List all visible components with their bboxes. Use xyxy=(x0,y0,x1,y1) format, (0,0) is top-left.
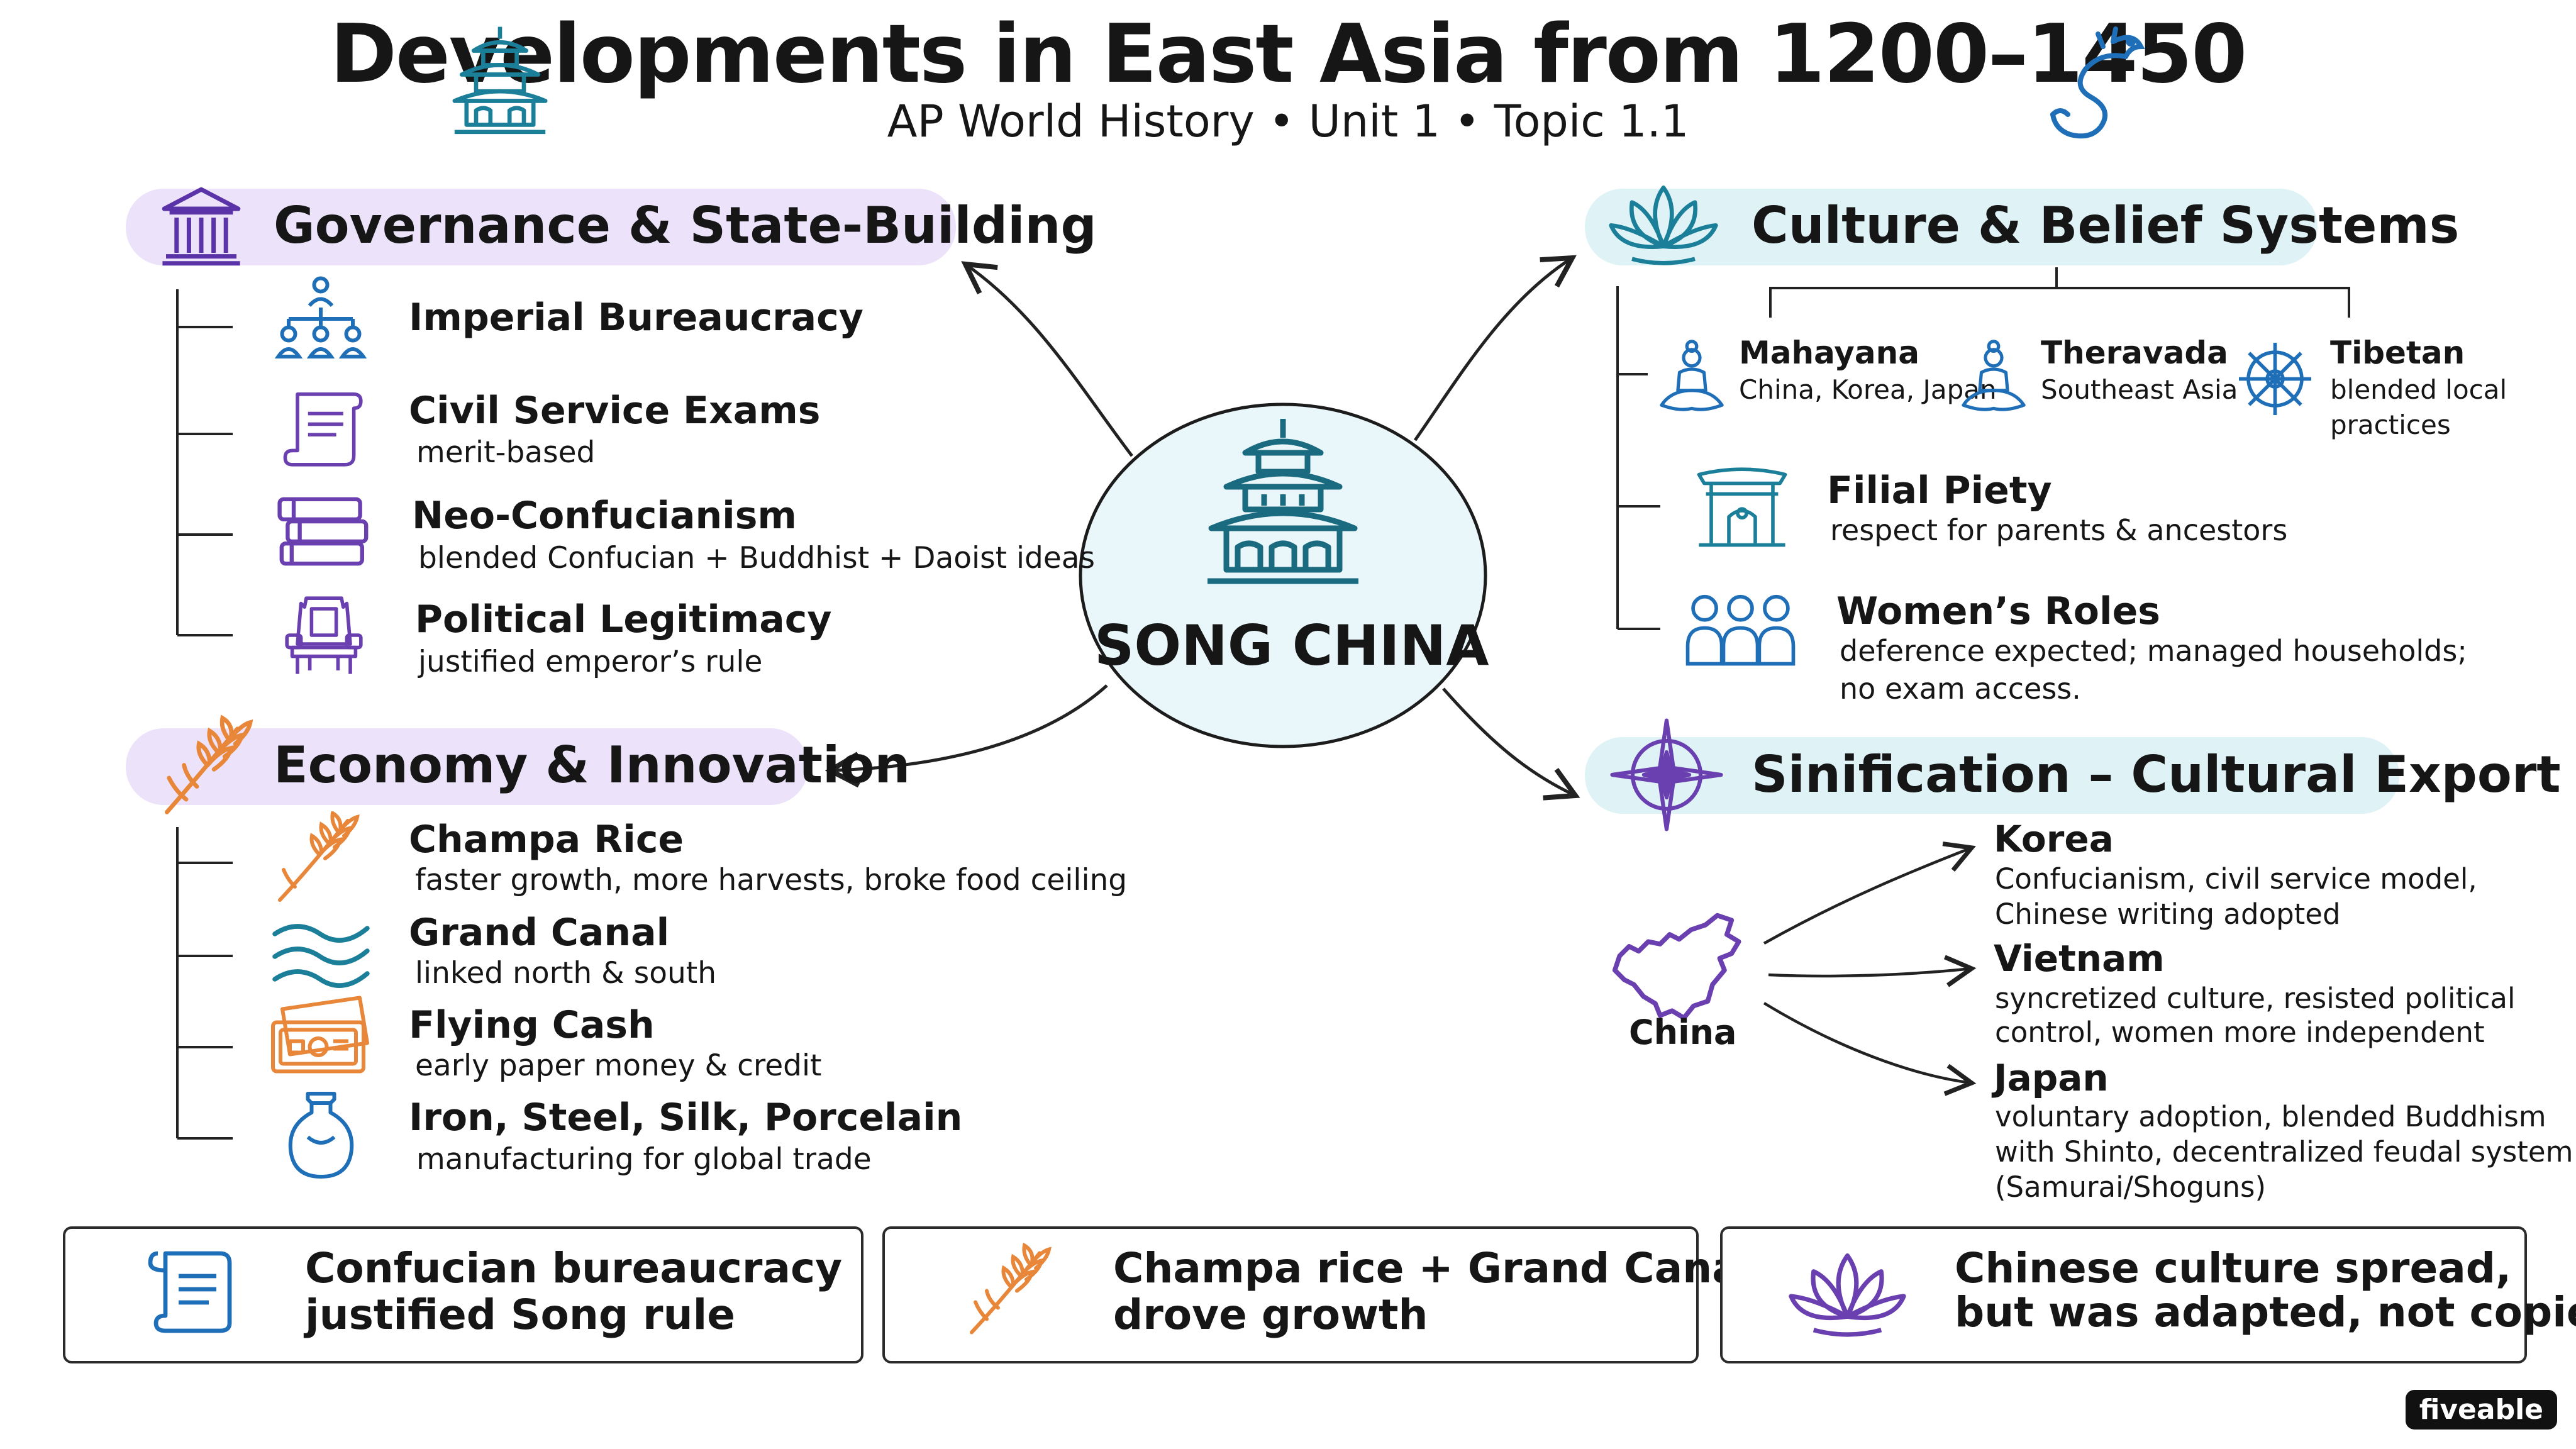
rice-icon xyxy=(278,811,360,902)
summary-box-governance xyxy=(63,1226,863,1363)
governance-title: Governance & State-Building xyxy=(274,196,1097,255)
economy-item-title: Flying Cash xyxy=(409,1003,655,1047)
governance-item-title: Civil Service Exams xyxy=(409,389,821,433)
target-country-sub: with Shinto, decentralized feudal system xyxy=(1995,1135,2573,1169)
governance-item-title: Political Legitimacy xyxy=(415,597,832,641)
shrine-icon xyxy=(1697,467,1787,547)
summary-line: drove growth xyxy=(1113,1291,1428,1339)
governance-header-pill xyxy=(126,189,956,265)
porcelain-vase-icon xyxy=(288,1092,354,1179)
arrow-to-sinification xyxy=(1442,687,1580,801)
government-building-icon xyxy=(162,187,241,266)
culture-item-sub: deference expected; managed households; xyxy=(1840,634,2467,668)
sinification-title: Sinification – Cultural Export xyxy=(1752,745,2561,804)
religion-title: Mahayana xyxy=(1739,335,1919,371)
summary-line: Confucian bureaucracy xyxy=(305,1244,843,1292)
wheat-icon xyxy=(165,714,253,814)
economy-item-sub: linked north & south xyxy=(415,956,716,991)
target-country-sub: Chinese writing adopted xyxy=(1995,897,2341,931)
governance-item-title: Imperial Bureaucracy xyxy=(409,296,863,340)
culture-item-sub: respect for parents & ancestors xyxy=(1830,513,2288,547)
wheat-icon xyxy=(970,1242,1052,1335)
target-country-title: Korea xyxy=(1994,818,2114,860)
economy-title: Economy & Innovation xyxy=(274,736,911,794)
culture-item-title: Filial Piety xyxy=(1827,469,2052,513)
target-country-sub: syncretized culture, resisted political xyxy=(1995,982,2516,1015)
governance-item-sub: merit-based xyxy=(416,435,596,470)
target-country-sub: control, women more independent xyxy=(1995,1016,2485,1049)
dragon-icon xyxy=(2050,26,2145,139)
page-subtitle: AP World History • Unit 1 • Topic 1.1 xyxy=(887,96,1689,147)
economy-item-title: Iron, Steel, Silk, Porcelain xyxy=(409,1096,963,1140)
arrow-to-culture xyxy=(1413,255,1577,441)
center-label: SONG CHINA xyxy=(1094,613,1489,678)
economy-item-sub: faster growth, more harvests, broke food… xyxy=(415,863,1128,897)
governance-item-title: Neo-Confucianism xyxy=(412,494,797,538)
lotus-icon xyxy=(1609,186,1718,265)
center-ellipse xyxy=(1079,402,1487,748)
governance-item-sub: justified emperor’s rule xyxy=(418,645,763,679)
compass-rose-icon xyxy=(1610,718,1723,831)
religion-sub: blended local xyxy=(2330,374,2507,405)
scroll-icon xyxy=(283,392,363,467)
culture-item-sub: no exam access. xyxy=(1840,672,2081,706)
women-group-icon xyxy=(1685,594,1796,666)
summary-box-economy xyxy=(882,1226,1699,1363)
books-icon xyxy=(277,497,369,566)
culture-item-title: Women’s Roles xyxy=(1836,589,2160,633)
target-country-title: Vietnam xyxy=(1994,937,2165,980)
center-pagoda-icon xyxy=(1208,419,1358,584)
arrow-to-japan xyxy=(1763,1002,1977,1096)
china-map-icon xyxy=(1612,913,1741,1021)
religion-title: Theravada xyxy=(2041,335,2228,371)
canal-waves-icon xyxy=(272,924,370,988)
target-country-title: Japan xyxy=(1994,1057,2109,1099)
hierarchy-icon xyxy=(274,276,367,358)
scroll-icon xyxy=(148,1251,232,1333)
summary-line: but was adapted, not copied xyxy=(1955,1288,2576,1336)
religion-title: Tibetan xyxy=(2330,335,2465,371)
religion-sub: China, Korea, Japan xyxy=(1739,374,1997,405)
brand-logo: fiveable xyxy=(2405,1390,2557,1430)
throne-icon xyxy=(285,596,363,674)
religion-sub: practices xyxy=(2330,409,2451,440)
economy-item-title: Grand Canal xyxy=(409,911,670,955)
culture-title: Culture & Belief Systems xyxy=(1752,196,2460,255)
target-country-sub: (Samurai/Shoguns) xyxy=(1995,1170,2267,1204)
summary-line: Chinese culture spread, xyxy=(1955,1244,2512,1292)
arrow-to-korea xyxy=(1763,841,1976,945)
pagoda-icon xyxy=(452,26,548,135)
economy-item-title: Champa Rice xyxy=(409,818,684,862)
economy-item-sub: early paper money & credit xyxy=(415,1048,822,1083)
arrow-to-vietnam xyxy=(1768,955,1977,987)
target-country-sub: Confucianism, civil service model, xyxy=(1995,862,2477,896)
economy-item-sub: manufacturing for global trade xyxy=(416,1142,872,1177)
summary-line: Champa rice + Grand Canal xyxy=(1113,1244,1755,1292)
center-glow xyxy=(1082,406,1484,745)
buddha-theravada-icon xyxy=(1962,340,2026,411)
sinification-source: China xyxy=(1629,1013,1737,1052)
page-title: Developments in East Asia from 1200–1450 xyxy=(330,8,2248,101)
governance-item-sub: blended Confucian + Buddhist + Daoist id… xyxy=(418,541,1096,575)
arrow-to-economy xyxy=(824,684,1108,788)
dharma-wheel-icon xyxy=(2239,343,2311,415)
paper-money-icon xyxy=(271,996,369,1074)
religion-sub: Southeast Asia xyxy=(2041,374,2238,405)
summary-line: justified Song rule xyxy=(305,1291,735,1339)
buddha-mahayana-icon xyxy=(1660,340,1724,411)
arrow-to-governance xyxy=(961,261,1133,457)
target-country-sub: voluntary adoption, blended Buddhism xyxy=(1995,1100,2546,1133)
lotus-icon xyxy=(1789,1253,1906,1337)
